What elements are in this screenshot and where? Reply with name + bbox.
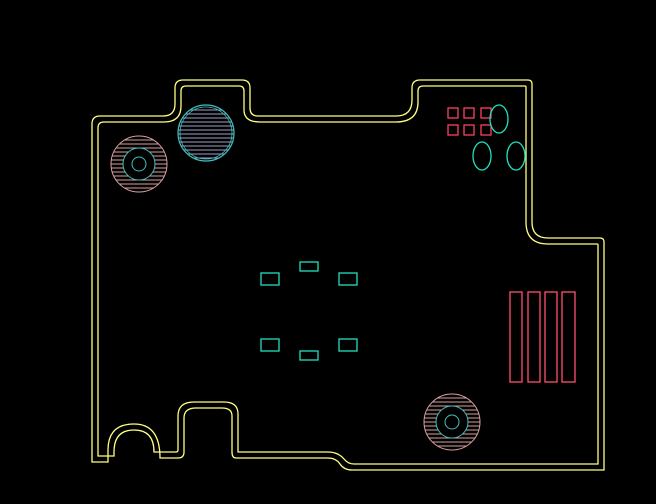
oval-pad[interactable]: [506, 141, 526, 171]
connector-slot[interactable]: [509, 291, 523, 383]
connector-slots[interactable]: [509, 291, 576, 383]
center-pad[interactable]: [299, 350, 319, 361]
oval-pad[interactable]: [489, 104, 509, 134]
hole-drill-center: [444, 414, 460, 430]
oval-pad-group[interactable]: [472, 104, 526, 171]
smd-pad[interactable]: [480, 124, 492, 136]
center-pad-ring[interactable]: [260, 261, 358, 361]
hole-inner-ring: [179, 106, 233, 160]
hole-drill-ring: [122, 147, 156, 181]
center-pad[interactable]: [260, 272, 280, 286]
board-outline-inner: [97, 85, 599, 465]
smd-pad[interactable]: [447, 124, 459, 136]
center-pad[interactable]: [338, 338, 358, 352]
board-outline-outer: [91, 79, 605, 471]
connector-slot[interactable]: [561, 291, 576, 383]
connector-slot[interactable]: [527, 291, 541, 383]
center-pad[interactable]: [299, 261, 319, 272]
smd-pad[interactable]: [463, 124, 475, 136]
hole-drill-center: [131, 156, 147, 172]
center-pad[interactable]: [260, 338, 280, 352]
smd-pad[interactable]: [463, 107, 475, 119]
center-pad[interactable]: [338, 272, 358, 286]
connector-slot[interactable]: [544, 291, 558, 383]
smd-pad[interactable]: [447, 107, 459, 119]
hole-drill-ring: [435, 405, 469, 439]
hole-outer-ring: [177, 104, 235, 162]
oval-pad[interactable]: [472, 141, 492, 171]
